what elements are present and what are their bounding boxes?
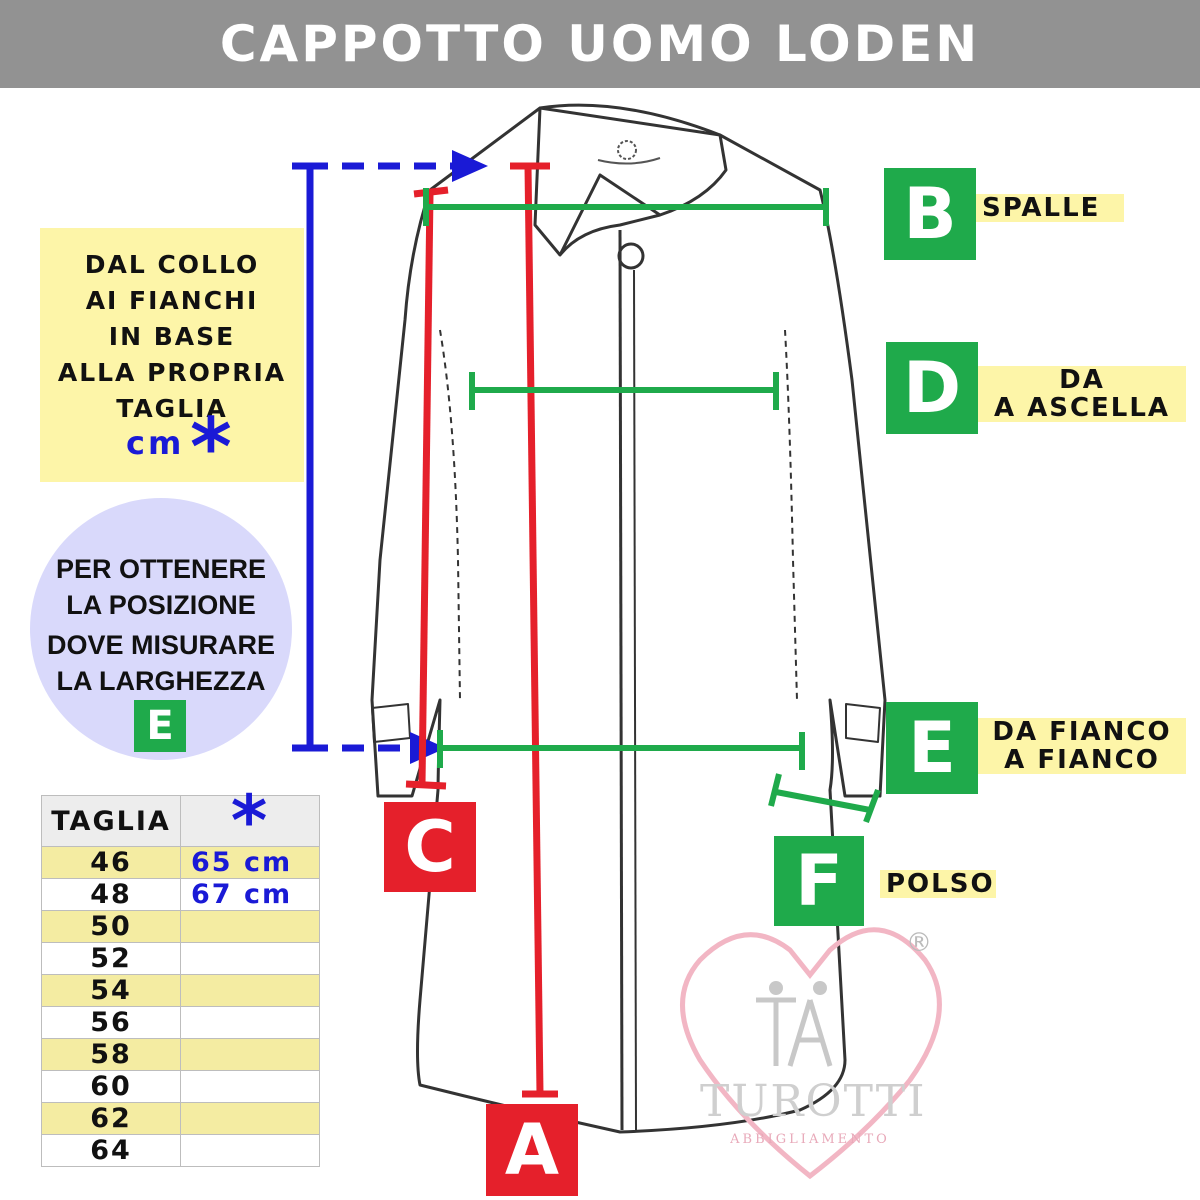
table-cell-length xyxy=(180,974,320,1007)
length-arrow xyxy=(292,150,488,764)
measure-d-box: D xyxy=(886,342,978,434)
table-row: 46 65 cm xyxy=(41,846,320,879)
table-cell-length xyxy=(180,1006,320,1039)
size-table: TAGLIA * 46 65 cm 48 67 cm 50 52 54 56 5… xyxy=(41,786,320,1167)
table-cell-size: 46 xyxy=(41,846,181,879)
registered-mark: ® xyxy=(906,928,932,958)
position-note-line: LA LARGHEZZA xyxy=(56,666,266,696)
table-cell-length xyxy=(180,942,320,975)
measure-c-box: C xyxy=(384,802,476,892)
measure-a-box: A xyxy=(486,1104,578,1196)
table-row: 62 xyxy=(41,1102,320,1135)
table-row: 56 xyxy=(41,1006,320,1039)
table-row: 50 xyxy=(41,910,320,943)
length-note-line: IN BASE xyxy=(108,322,236,351)
length-note-line: DAL COLLO xyxy=(84,250,260,279)
table-row: 60 xyxy=(41,1070,320,1103)
table-cell-size: 60 xyxy=(41,1070,181,1103)
table-cell-size: 56 xyxy=(41,1006,181,1039)
measure-e-box: E xyxy=(886,702,978,794)
table-cell-size: 58 xyxy=(41,1038,181,1071)
table-cell-length xyxy=(180,910,320,943)
position-note-line: DOVE MISURARE xyxy=(46,630,276,660)
logo-subtitle: ABBIGLIAMENTO xyxy=(730,1132,890,1147)
title-bar xyxy=(0,0,1200,88)
table-cell-length xyxy=(180,1070,320,1103)
table-cell-size: 64 xyxy=(41,1134,181,1167)
coat-button xyxy=(617,242,645,270)
length-note-line: AI FIANCHI xyxy=(85,286,259,315)
asterisk-icon: * xyxy=(190,401,232,494)
measure-f-box: F xyxy=(774,836,864,926)
measure-b-label: SPALLE xyxy=(976,194,1124,222)
length-note-line: ALLA PROPRIA xyxy=(57,358,287,387)
coat-outline xyxy=(370,103,887,1134)
table-row: 64 xyxy=(41,1134,320,1167)
table-cell-size: 62 xyxy=(41,1102,181,1135)
table-row: 48 67 cm xyxy=(41,878,320,911)
table-cell-length xyxy=(180,1038,320,1071)
measure-d-line xyxy=(469,372,779,410)
measure-f-label: POLSO xyxy=(880,870,996,898)
measure-e-line xyxy=(437,730,805,770)
measure-e-label-2: A FIANCO xyxy=(978,746,1186,774)
logo-heart xyxy=(680,927,942,1180)
position-note-e-box: E xyxy=(134,700,186,752)
length-note-line: TAGLIA xyxy=(116,394,228,423)
asterisk-icon: * xyxy=(180,786,320,856)
table-cell-size: 48 xyxy=(41,878,181,911)
position-note: PER OTTENERE LA POSIZIONE DOVE MISURARE … xyxy=(30,498,292,760)
table-cell-length: 67 cm xyxy=(180,878,320,911)
table-row: 54 xyxy=(41,974,320,1007)
table-row: 58 xyxy=(41,1038,320,1071)
logo-name: TUROTTI xyxy=(700,1076,927,1127)
position-note-line: LA POSIZIONE xyxy=(66,590,256,620)
position-note-line: PER OTTENERE xyxy=(55,554,267,584)
page-title: CAPPOTTO UOMO LODEN xyxy=(219,15,981,73)
measure-e-label-1: DA FIANCO xyxy=(978,718,1186,746)
label-icon xyxy=(597,140,661,165)
table-cell-length xyxy=(180,1134,320,1167)
table-header-row: TAGLIA * xyxy=(41,786,320,856)
measure-a-line xyxy=(510,162,558,1098)
logo-monogram xyxy=(756,981,833,1067)
measure-c-line xyxy=(405,186,449,790)
table-cell-size: 54 xyxy=(41,974,181,1007)
length-unit: cm xyxy=(126,424,185,462)
table-row: 52 xyxy=(41,942,320,975)
measure-d-label-2: A ASCELLA xyxy=(978,394,1186,422)
measure-f-line xyxy=(768,773,881,824)
table-cell-size: 50 xyxy=(41,910,181,943)
measure-b-line xyxy=(423,188,829,226)
table-cell-size: 52 xyxy=(41,942,181,975)
table-cell-length xyxy=(180,1102,320,1135)
table-header-size: TAGLIA xyxy=(41,795,181,847)
table-cell-length: 65 cm xyxy=(180,846,320,879)
length-note: DAL COLLO AI FIANCHI IN BASE ALLA PROPRI… xyxy=(40,228,304,482)
measure-b-box: B xyxy=(884,168,976,260)
